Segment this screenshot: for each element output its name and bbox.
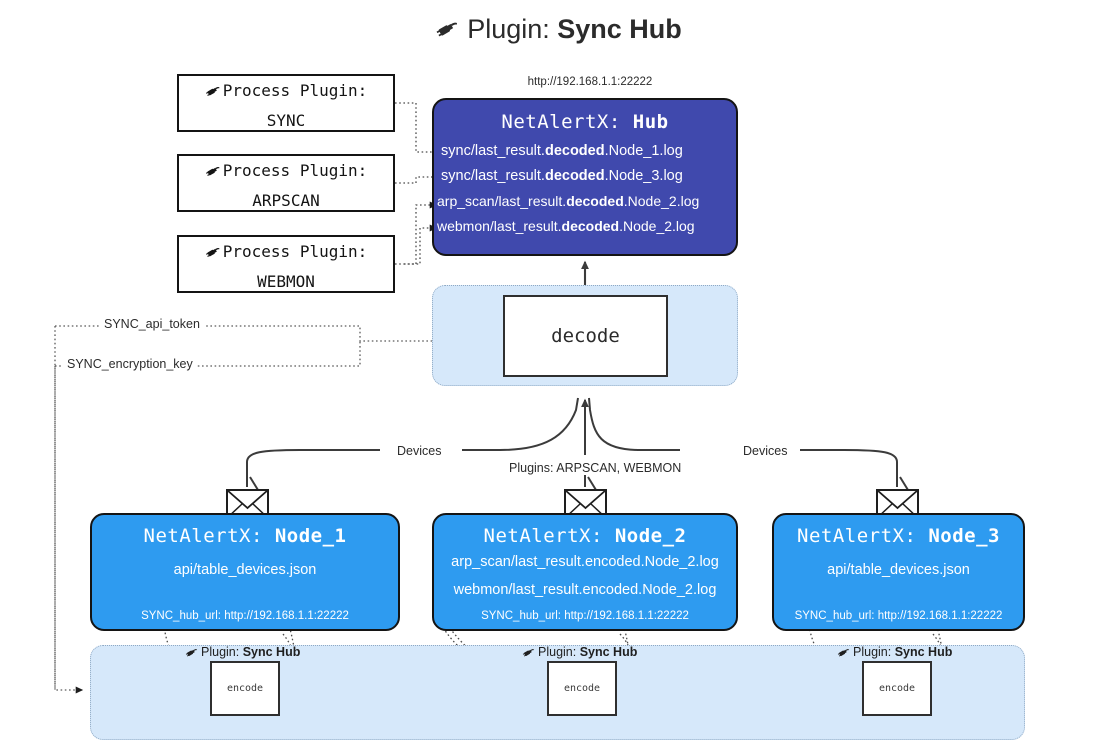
node-title-name: Node_1 [274, 525, 347, 547]
node-title: NetAlertX: Node_3 [774, 525, 1023, 547]
decode-box[interactable]: decode [503, 295, 668, 377]
process-plugin-box-arpscan[interactable]: Process Plugin: ARPSCAN [177, 154, 395, 212]
node-hub-url: SYNC_hub_url: http://192.168.1.1:22222 [794, 610, 1003, 622]
process-plugin-label: Process Plugin: [222, 81, 368, 100]
node-log-entry: api/table_devices.json [827, 562, 970, 578]
node-log-entry: webmon/last_result.encoded.Node_2.log [453, 582, 717, 598]
node-title-name: Node_3 [928, 525, 1000, 547]
edge-label-encryption-key: SYNC_encryption_key [63, 357, 197, 371]
edge-label-plugins: Plugins: ARPSCAN, WEBMON [505, 461, 686, 475]
node-log-entry: arp_scan/last_result.encoded.Node_2.log [451, 554, 719, 570]
plug-icon [205, 160, 222, 187]
node-box-node-2[interactable]: NetAlertX: Node_2 arp_scan/last_result.e… [432, 513, 738, 631]
plug-icon [837, 645, 851, 662]
encoder-plugin-label: Plugin: Sync Hub [185, 645, 300, 662]
hub-title: NetAlertX: Hub [434, 111, 736, 133]
page-title-name: Sync Hub [557, 14, 682, 44]
edge-label-devices-left: Devices [393, 444, 446, 458]
plug-icon [435, 15, 461, 48]
encoder-label-name: Sync Hub [242, 645, 301, 659]
log-post: .Node_3.log [604, 168, 683, 184]
node-title: NetAlertX: Node_1 [92, 525, 398, 547]
process-plugin-name: WEBMON [257, 272, 315, 291]
node-hub-url: SYNC_hub_url: http://192.168.1.1:22222 [141, 610, 349, 622]
plug-icon [522, 645, 536, 662]
credentials-connectors [54, 325, 494, 694]
edge-label-devices-right: Devices [739, 444, 792, 458]
page-title: Plugin: Sync Hub [0, 14, 1117, 48]
hub-log-entry: arp_scan/last_result.decoded.Node_2.log [434, 189, 736, 214]
process-plugin-box-webmon[interactable]: Process Plugin: WEBMON [177, 235, 395, 293]
edge-label-api-token: SYNC_api_token [100, 317, 204, 331]
envelope-stems [249, 476, 909, 491]
log-pre: arp_scan/last_result. [437, 193, 567, 209]
log-pre: webmon/last_result. [437, 218, 562, 234]
encode-box[interactable]: encode [547, 661, 617, 716]
log-post: .Node_2.log [623, 193, 700, 209]
encoder-label-name: Sync Hub [579, 645, 638, 659]
node-box-node-1[interactable]: NetAlertX: Node_1 api/table_devices.json… [90, 513, 400, 631]
hub-log-entry: sync/last_result.decoded.Node_3.log [434, 164, 736, 189]
encoder-label-name: Sync Hub [894, 645, 953, 659]
plug-icon [205, 80, 222, 107]
node-hub-url: SYNC_hub_url: http://192.168.1.1:22222 [481, 610, 689, 622]
encoder-plugin-label: Plugin: Sync Hub [837, 645, 952, 662]
node-log-entry: api/table_devices.json [173, 562, 317, 578]
process-plugin-heading: Process Plugin: [179, 77, 393, 107]
process-plugin-box-sync[interactable]: Process Plugin: SYNC [177, 74, 395, 132]
plug-icon [205, 241, 222, 268]
process-plugin-heading: Process Plugin: [179, 238, 393, 268]
process-plugin-heading: Process Plugin: [179, 157, 393, 187]
encode-box[interactable]: encode [862, 661, 932, 716]
log-pre: sync/last_result. [441, 168, 545, 184]
log-mid: decoded [544, 143, 605, 159]
hub-title-name: Hub [632, 111, 669, 133]
encode-box[interactable]: encode [210, 661, 280, 716]
log-post: .Node_1.log [604, 143, 683, 159]
hub-url-caption: http://192.168.1.1:22222 [527, 76, 653, 88]
node-title-prefix: NetAlertX: [797, 525, 929, 547]
node-title: NetAlertX: Node_2 [434, 525, 736, 547]
hub-log-entry: webmon/last_result.decoded.Node_2.log [434, 214, 736, 239]
page-title-prefix: Plugin: [467, 14, 558, 44]
hub-box[interactable]: NetAlertX: Hub sync/last_result.decoded.… [432, 98, 738, 256]
log-mid: decoded [544, 168, 605, 184]
encoder-label-prefix: Plugin: [201, 645, 243, 659]
hub-log-list: sync/last_result.decoded.Node_1.log sync… [434, 139, 736, 239]
node-box-node-3[interactable]: NetAlertX: Node_3 api/table_devices.json… [772, 513, 1025, 631]
log-post: .Node_2.log [619, 218, 695, 234]
encoder-plugin-label: Plugin: Sync Hub [522, 645, 637, 662]
node-title-name: Node_2 [614, 525, 687, 547]
hub-title-prefix: NetAlertX: [501, 111, 633, 133]
process-plugin-name: SYNC [266, 111, 306, 130]
encoder-label-prefix: Plugin: [853, 645, 895, 659]
process-plugin-label: Process Plugin: [222, 161, 368, 180]
log-mid: decoded [566, 193, 624, 209]
process-plugin-label: Process Plugin: [222, 242, 368, 261]
encoder-label-prefix: Plugin: [538, 645, 580, 659]
hub-log-entry: sync/last_result.decoded.Node_1.log [434, 139, 736, 164]
node-title-prefix: NetAlertX: [143, 525, 275, 547]
log-pre: sync/last_result. [441, 143, 545, 159]
node-title-prefix: NetAlertX: [483, 525, 615, 547]
process-plugin-name: ARPSCAN [252, 191, 320, 210]
plug-icon [185, 645, 199, 662]
log-mid: decoded [561, 218, 620, 234]
